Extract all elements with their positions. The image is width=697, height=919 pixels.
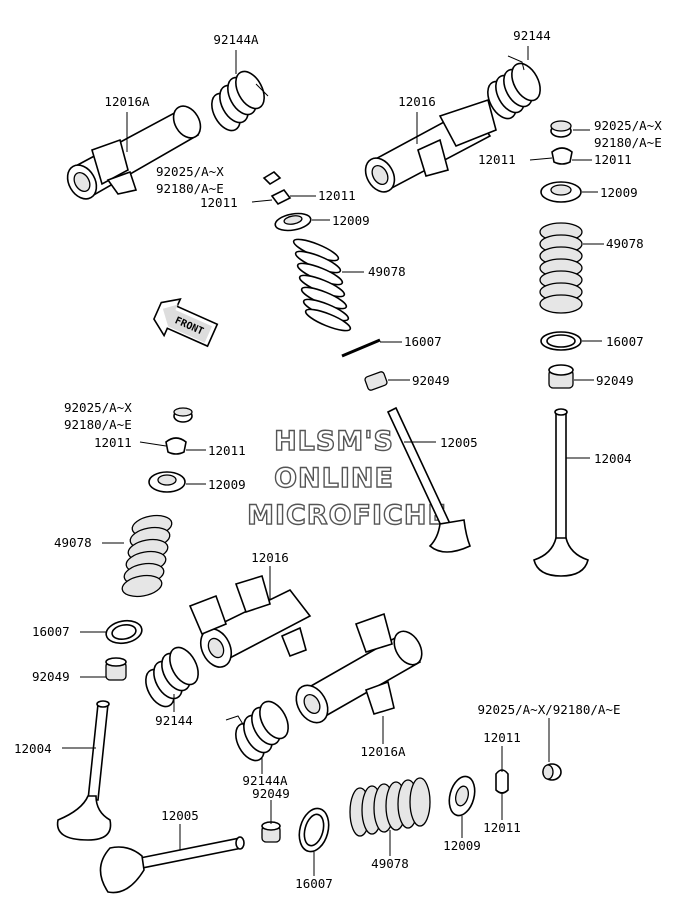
label-49078-right: 49078 <box>606 236 644 251</box>
valve-spring-49078-left <box>102 514 173 598</box>
label-12005-center: 12005 <box>440 435 478 450</box>
label-92144a-top: 92144A <box>213 32 259 47</box>
label-92180-right: 92180/A~E <box>594 135 662 150</box>
label-92025-center: 92025/A~X <box>156 164 224 179</box>
valve-spring-49078-center <box>292 238 364 332</box>
part-labels: 92144A 92144 12016A 12016 92025/A~X 9218… <box>14 28 662 891</box>
label-12016a-bottom: 12016A <box>360 744 406 759</box>
label-92180-left: 92180/A~E <box>64 417 132 432</box>
watermark-line3: MICROFICHE <box>247 500 447 531</box>
seal-92049-left <box>80 657 127 681</box>
rocker-arm-12016a-top <box>66 105 202 200</box>
label-12004-right: 12004 <box>594 451 632 466</box>
label-12011-left-b: 12011 <box>208 443 246 458</box>
retainer-12009-left <box>148 471 206 493</box>
torsion-spring-92144a-bottom <box>225 700 289 774</box>
keeper-12011-left <box>139 437 206 455</box>
label-12011-right-b: 12011 <box>594 152 632 167</box>
label-12011-center-a: 12011 <box>318 188 356 203</box>
label-16007-center: 16007 <box>404 334 442 349</box>
label-49078-bottom: 49078 <box>371 856 409 871</box>
cap-92025-right <box>550 120 590 138</box>
label-16007-right: 16007 <box>606 334 644 349</box>
label-92144-bottom: 92144 <box>155 713 193 728</box>
label-92049-bottom: 92049 <box>252 786 290 801</box>
torsion-spring-92144-bottom <box>145 646 199 712</box>
label-92025-right: 92025/A~X <box>594 118 662 133</box>
seat-16007-bottom <box>298 807 330 876</box>
label-12011-right-a: 12011 <box>478 152 516 167</box>
front-arrow-icon: FRONT <box>153 297 219 348</box>
label-12011-bottom-a: 12011 <box>483 730 521 745</box>
label-92049-center: 92049 <box>412 373 450 388</box>
keeper-12011-right <box>529 147 592 165</box>
valve-spring-49078-right <box>539 222 604 314</box>
label-12009-left: 12009 <box>208 477 246 492</box>
keeper-12011-center <box>251 188 316 206</box>
label-12009-bottom: 12009 <box>443 838 481 853</box>
label-16007-bottom: 16007 <box>295 876 333 891</box>
retainer-12009-center <box>274 212 330 232</box>
label-92180-center: 92180/A~E <box>156 181 224 196</box>
valve-spring-49078-bottom <box>349 777 431 856</box>
label-12004-left: 12004 <box>14 741 52 756</box>
rocker-arm-12016-bottom <box>188 566 312 668</box>
watermark-line1: HLSM'S <box>274 426 394 457</box>
valve-12005-center <box>386 406 472 553</box>
seal-92049-center <box>364 371 410 391</box>
retainer-12009-bottom <box>448 775 476 838</box>
label-92144-top: 92144 <box>513 28 551 43</box>
torsion-spring-92144-top <box>487 46 541 120</box>
cap-92025-center <box>262 170 282 186</box>
rocker-arm-12016a-bottom <box>295 612 423 744</box>
label-12005-bottom: 12005 <box>161 808 199 823</box>
label-92049-left: 92049 <box>32 669 70 684</box>
label-12016-top: 12016 <box>398 94 436 109</box>
label-12009-center: 12009 <box>332 213 370 228</box>
label-12011-bottom-b: 12011 <box>483 820 521 835</box>
label-92025-bottom: 92025/A~X/92180/A~E <box>478 702 621 717</box>
watermark-line2: ONLINE <box>274 463 394 494</box>
label-49078-left: 49078 <box>54 535 92 550</box>
valve-12005-bottom <box>99 824 245 894</box>
label-49078-center: 49078 <box>368 264 406 279</box>
torsion-spring-92144a-top <box>211 50 269 132</box>
label-12016-bottom: 12016 <box>251 550 289 565</box>
label-92144a-bottom: 92144A <box>242 773 288 788</box>
cap-92025-bottom <box>542 718 562 781</box>
label-12011-center-b: 12011 <box>200 195 238 210</box>
rocker-arm-12016-top <box>364 98 497 193</box>
seat-16007-center <box>341 338 402 358</box>
label-92025-left: 92025/A~X <box>64 400 132 415</box>
valve-12004-left <box>56 700 112 841</box>
seat-16007-left <box>80 619 143 645</box>
valve-12004-right <box>533 408 590 577</box>
retainer-12009-right <box>540 181 598 203</box>
cap-92025-left <box>173 407 193 423</box>
watermark: HLSM'S ONLINE MICROFICHE <box>246 425 447 531</box>
label-12009-right: 12009 <box>600 185 638 200</box>
keeper-12011-bottom <box>495 746 509 820</box>
label-92049-right: 92049 <box>596 373 634 388</box>
label-12011-left-a: 12011 <box>94 435 132 450</box>
seal-92049-right <box>548 364 594 389</box>
seal-92049-bottom <box>261 800 281 843</box>
label-12016a-top: 12016A <box>104 94 150 109</box>
seat-16007-right <box>540 331 602 351</box>
label-16007-left: 16007 <box>32 624 70 639</box>
